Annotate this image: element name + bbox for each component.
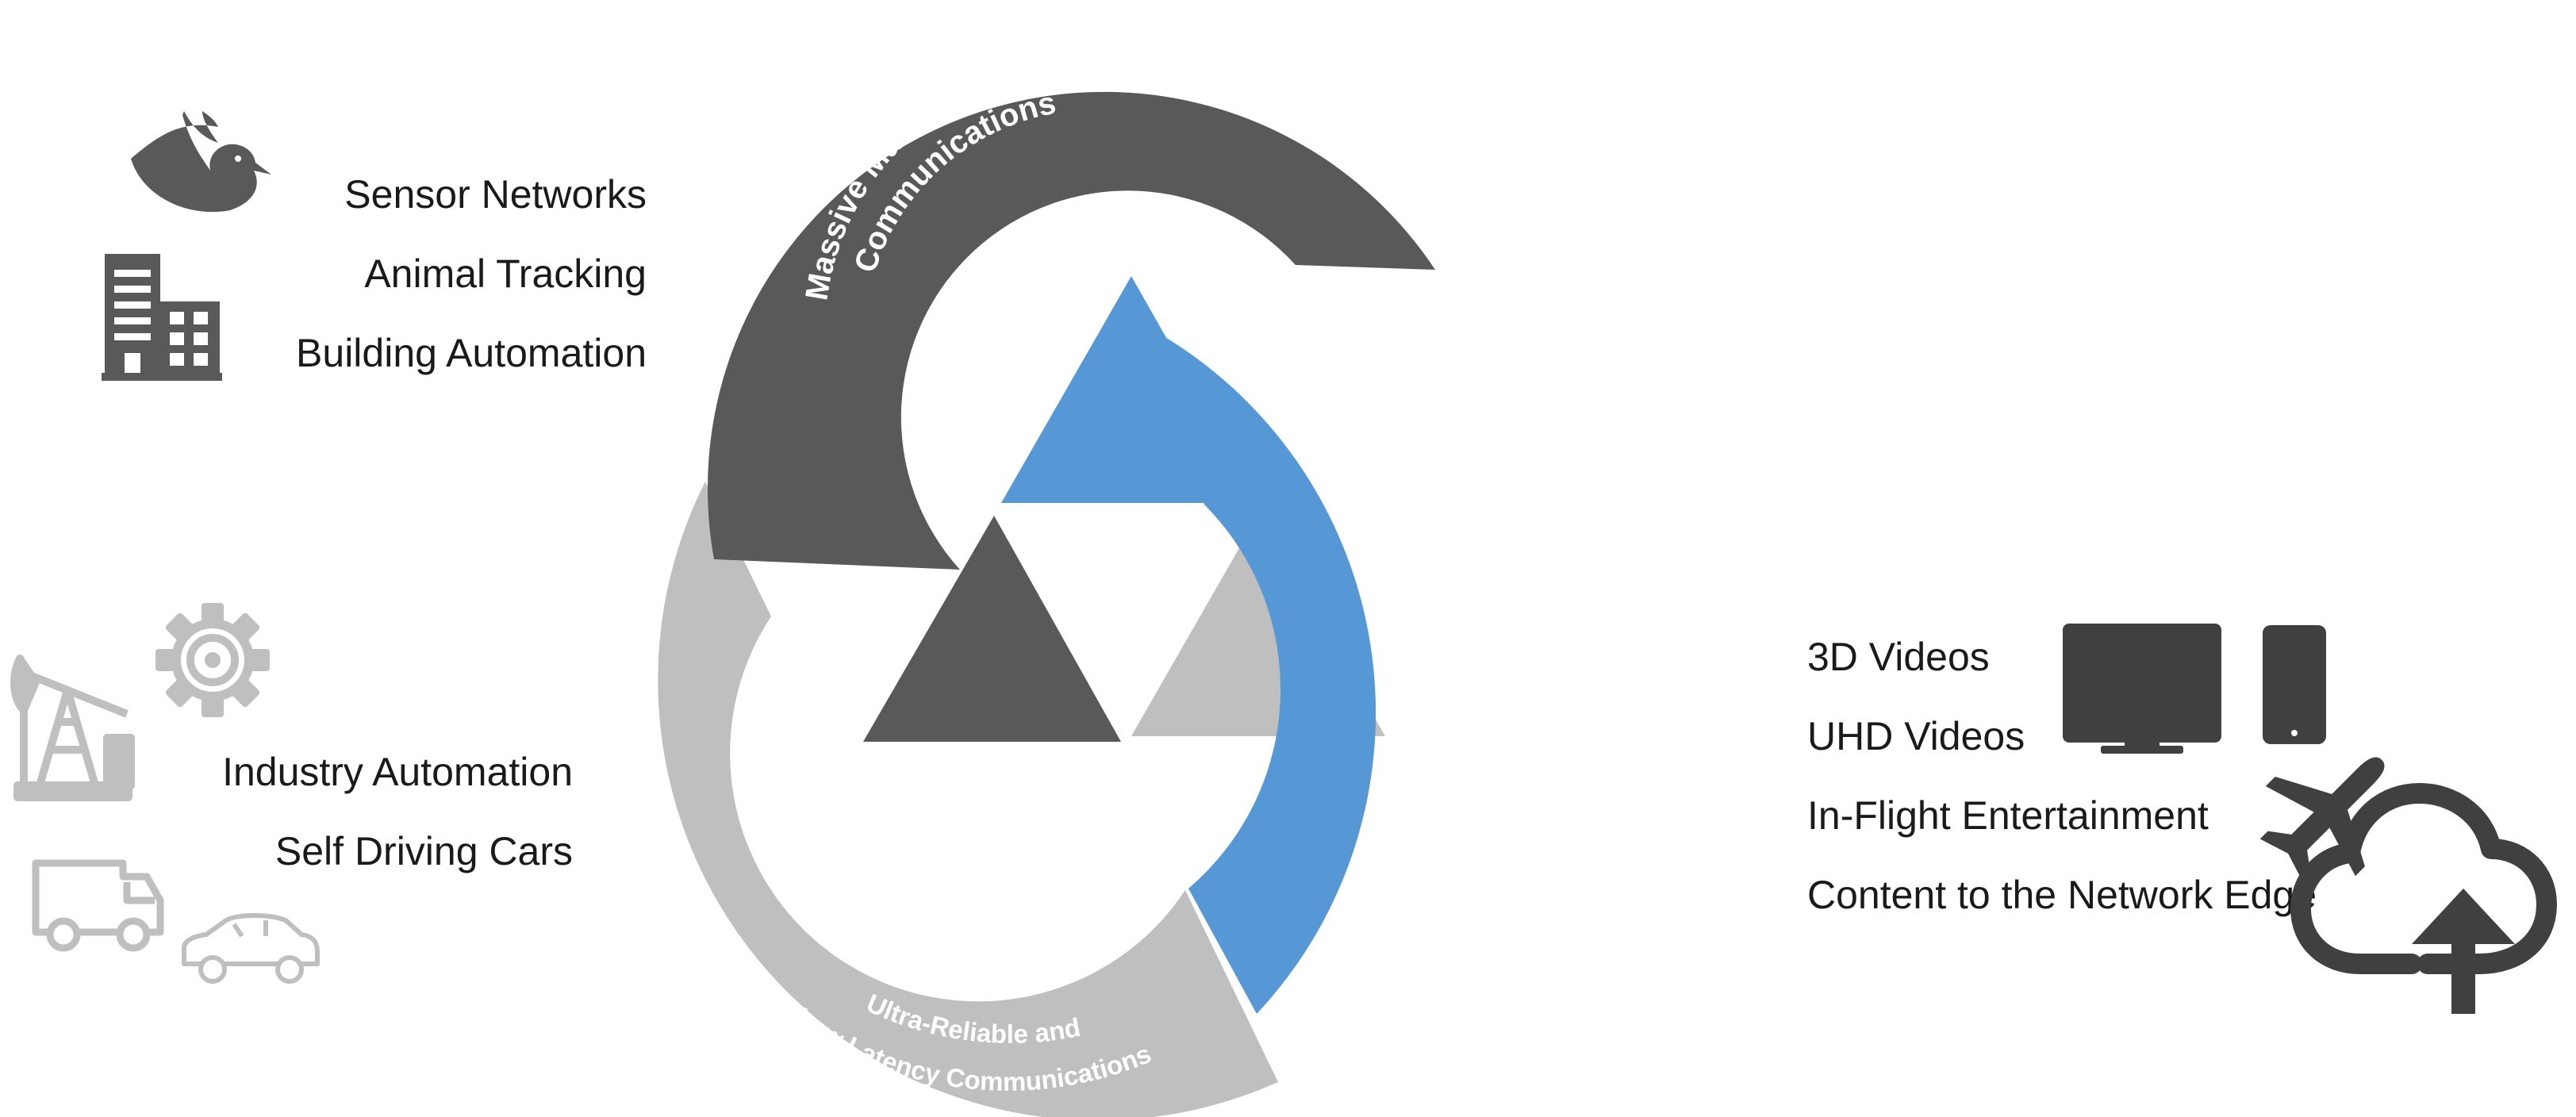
embb-use-cases: 3D Videos UHD Videos In-Flight Entertain… — [1807, 624, 2557, 1014]
gear-icon — [155, 603, 270, 717]
mmtc-arrowhead — [863, 516, 1121, 742]
mmtc-use-cases: Sensor Networks Animal Tracking Building… — [102, 111, 647, 381]
urllc-arc — [658, 482, 1278, 1117]
embb-label: Enhanced Mobile Broadband — [1516, 631, 1683, 890]
oil-pump-icon — [10, 654, 135, 801]
mmtc-arrow — [707, 91, 1435, 742]
building-icon — [102, 254, 222, 381]
truck-icon — [32, 859, 164, 952]
bird-icon — [131, 111, 271, 213]
use-case-uhd-videos: UHD Videos — [1807, 714, 2025, 758]
mmtc-arc — [707, 91, 1435, 570]
embb-arrow — [1001, 276, 1376, 1014]
use-case-building-automation: Building Automation — [296, 331, 647, 375]
cloud-upload-icon — [2290, 783, 2557, 1014]
use-case-3d-videos: 3D Videos — [1807, 635, 1990, 679]
use-case-self-driving-cars: Self Driving Cars — [275, 829, 573, 873]
urllc-use-cases: Industry Automation Self Driving Cars — [10, 603, 573, 984]
embb-arrowhead — [1001, 276, 1260, 503]
car-icon — [182, 913, 320, 984]
use-case-animal-tracking: Animal Tracking — [364, 251, 647, 296]
use-case-industry-automation: Industry Automation — [222, 750, 573, 794]
tablet-icon — [2263, 625, 2326, 744]
monitor-icon — [2063, 624, 2221, 754]
use-case-content-to-network-edge: Content to the Network Edge — [1807, 873, 2317, 917]
use-case-in-flight-entertainment: In-Flight Entertainment — [1807, 793, 2209, 838]
use-case-sensor-networks: Sensor Networks — [344, 172, 647, 217]
